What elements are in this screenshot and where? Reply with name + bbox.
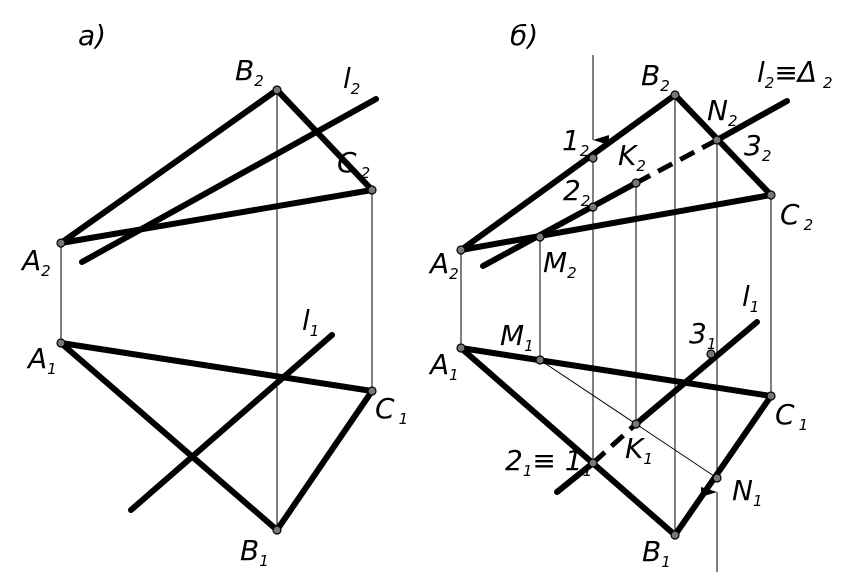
label-l2: l2	[343, 62, 360, 98]
label-2-2: 22	[563, 174, 590, 210]
line-l2	[79, 96, 379, 265]
point-k2	[631, 178, 641, 188]
line-l1	[128, 332, 335, 513]
point-n2	[712, 135, 722, 145]
line-m1-n1	[539, 359, 718, 479]
point-2-2	[588, 202, 598, 212]
point-c2	[367, 185, 377, 195]
point-a1	[456, 343, 466, 353]
triangle-abc-front	[58, 87, 375, 246]
point-n1	[712, 473, 722, 483]
triangle-abc-top	[458, 345, 774, 538]
label-2-1-1-1: 21≡ 11	[505, 444, 592, 480]
point-m2	[535, 232, 545, 242]
point-c2	[766, 190, 776, 200]
line-l2-visible	[480, 180, 639, 269]
point-a1	[56, 338, 66, 348]
triangle-abc-front	[458, 92, 774, 253]
label-b2: B2	[641, 59, 670, 95]
panel-a-title: а)	[78, 19, 106, 52]
label-k1: K1	[625, 432, 653, 468]
line-l1-start	[554, 460, 596, 495]
label-l1: l1	[302, 304, 319, 340]
label-m2: M2	[543, 246, 577, 282]
label-b2: B2	[235, 54, 264, 90]
line-l1-hidden	[591, 422, 638, 465]
label-b1: B1	[642, 535, 671, 571]
point-3-1	[706, 349, 716, 359]
point-b2	[272, 85, 282, 95]
point-b1	[670, 530, 680, 540]
label-3-1: 31	[689, 317, 716, 353]
point-c1	[766, 391, 776, 401]
point-a2	[456, 245, 466, 255]
label-a2: A2	[20, 244, 51, 280]
point-m1	[535, 355, 545, 365]
point-b1	[272, 525, 282, 535]
point-b2	[670, 90, 680, 100]
panel-b-title: б)	[510, 19, 538, 52]
point-c1	[367, 386, 377, 396]
panel-b: б)	[428, 19, 833, 572]
point-a2	[56, 238, 66, 248]
label-a1: A1	[26, 342, 57, 378]
label-m1: M1	[500, 319, 534, 355]
label-a1: A1	[428, 348, 459, 384]
label-1-2: 12	[562, 124, 589, 160]
label-n1: N1	[732, 474, 763, 510]
label-3-2: 32	[744, 129, 771, 165]
label-n2: N2	[707, 94, 738, 130]
label-b1: B1	[240, 534, 269, 570]
point-1-2	[588, 153, 598, 163]
point-2-1	[588, 458, 598, 468]
point-k1	[631, 419, 641, 429]
line-l2-visible-end	[714, 98, 790, 143]
triangle-abc-top	[58, 340, 375, 533]
label-k2: K2	[618, 139, 646, 175]
line-l1-visible	[633, 319, 760, 427]
label-a2: A2	[428, 247, 459, 283]
line-l2-hidden	[634, 137, 719, 186]
label-l1: l1	[742, 280, 759, 316]
